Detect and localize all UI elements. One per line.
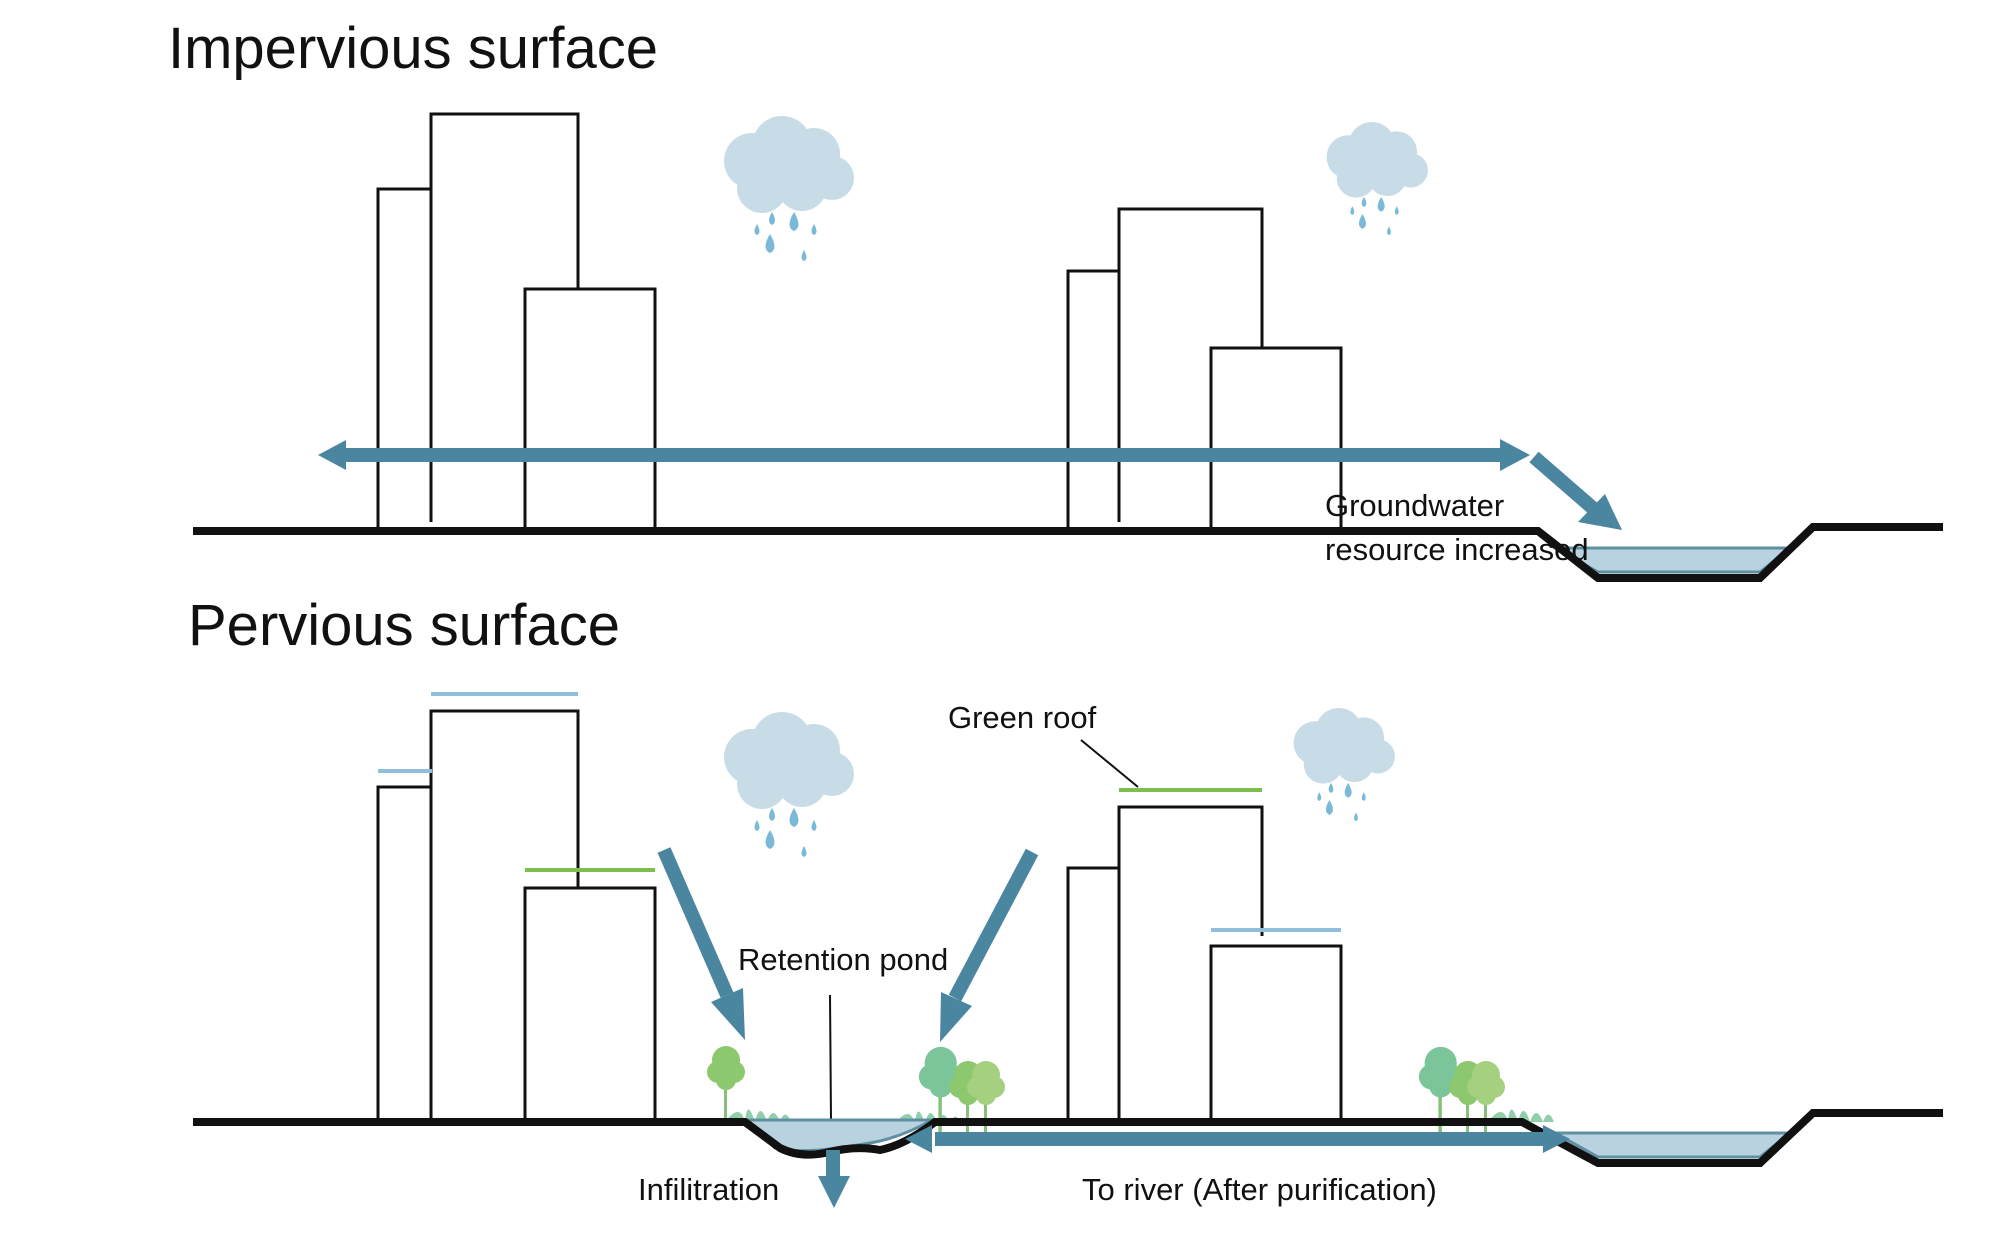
impervious-section: Impervious surface xyxy=(168,16,1943,582)
retention-pond-label: Retention pond xyxy=(738,942,948,977)
building-small xyxy=(376,187,430,528)
rain-cloud-icon xyxy=(724,116,854,261)
ground-line xyxy=(193,1109,1943,1167)
groundwater-label-line2: resource increased xyxy=(1325,532,1589,567)
arrow-head-left-icon xyxy=(318,440,346,470)
building-small xyxy=(1066,269,1119,528)
building-cluster-right xyxy=(1066,207,1343,528)
green-roof-leader-line xyxy=(1080,739,1139,788)
building-medium xyxy=(1209,944,1343,1118)
groundwater-label: Groundwater xyxy=(1325,488,1504,523)
rain-cloud-icon xyxy=(724,712,854,857)
building-cluster-left xyxy=(376,692,657,1118)
arrow-head-down-icon xyxy=(818,1176,850,1208)
ground-profile xyxy=(193,1109,1943,1167)
to-river-arrow xyxy=(905,1125,1570,1153)
vegetation-left-of-pond xyxy=(707,1046,791,1122)
rain-cloud-icon xyxy=(1293,708,1395,822)
building-tall xyxy=(1117,207,1264,522)
runoff-arrow xyxy=(318,439,1622,530)
building-small xyxy=(376,785,430,1118)
infiltration-label: Infilitration xyxy=(638,1172,779,1207)
ground-profile xyxy=(193,523,1943,582)
roof-runoff-arrow-left xyxy=(657,847,745,1040)
building-tall xyxy=(429,112,580,522)
arrow-head-icon xyxy=(711,988,745,1040)
building-medium xyxy=(1209,346,1343,528)
tree-icon xyxy=(707,1046,745,1122)
rain-cloud-icon xyxy=(1326,122,1428,236)
building-tall xyxy=(429,709,580,1118)
arrow-head-icon xyxy=(940,992,972,1042)
arrow-head-left-icon xyxy=(905,1125,932,1153)
ground-line xyxy=(193,523,1943,582)
building-cluster-left xyxy=(376,112,657,528)
green-roof-label: Green roof xyxy=(948,700,1097,735)
arrow-head-right-icon xyxy=(1500,439,1530,471)
impervious-title: Impervious surface xyxy=(168,16,658,81)
retention-pond-leader-line xyxy=(829,994,832,1121)
building-small xyxy=(1066,866,1119,1118)
building-medium xyxy=(523,287,657,528)
arrow-head-right-icon xyxy=(1543,1125,1570,1153)
building-medium xyxy=(523,886,657,1118)
river-water xyxy=(1549,1131,1795,1159)
pervious-section: Pervious surface Green roof xyxy=(188,593,1943,1208)
arrow-head-down-right-icon xyxy=(1578,494,1622,530)
roof-runoff-arrow-right xyxy=(940,848,1039,1042)
infiltration-arrow xyxy=(818,1150,850,1208)
building-cluster-right xyxy=(1066,788,1343,1118)
pervious-title: Pervious surface xyxy=(188,593,620,658)
to-river-label: To river (After purification) xyxy=(1082,1172,1437,1207)
building-tall xyxy=(1117,805,1264,1118)
